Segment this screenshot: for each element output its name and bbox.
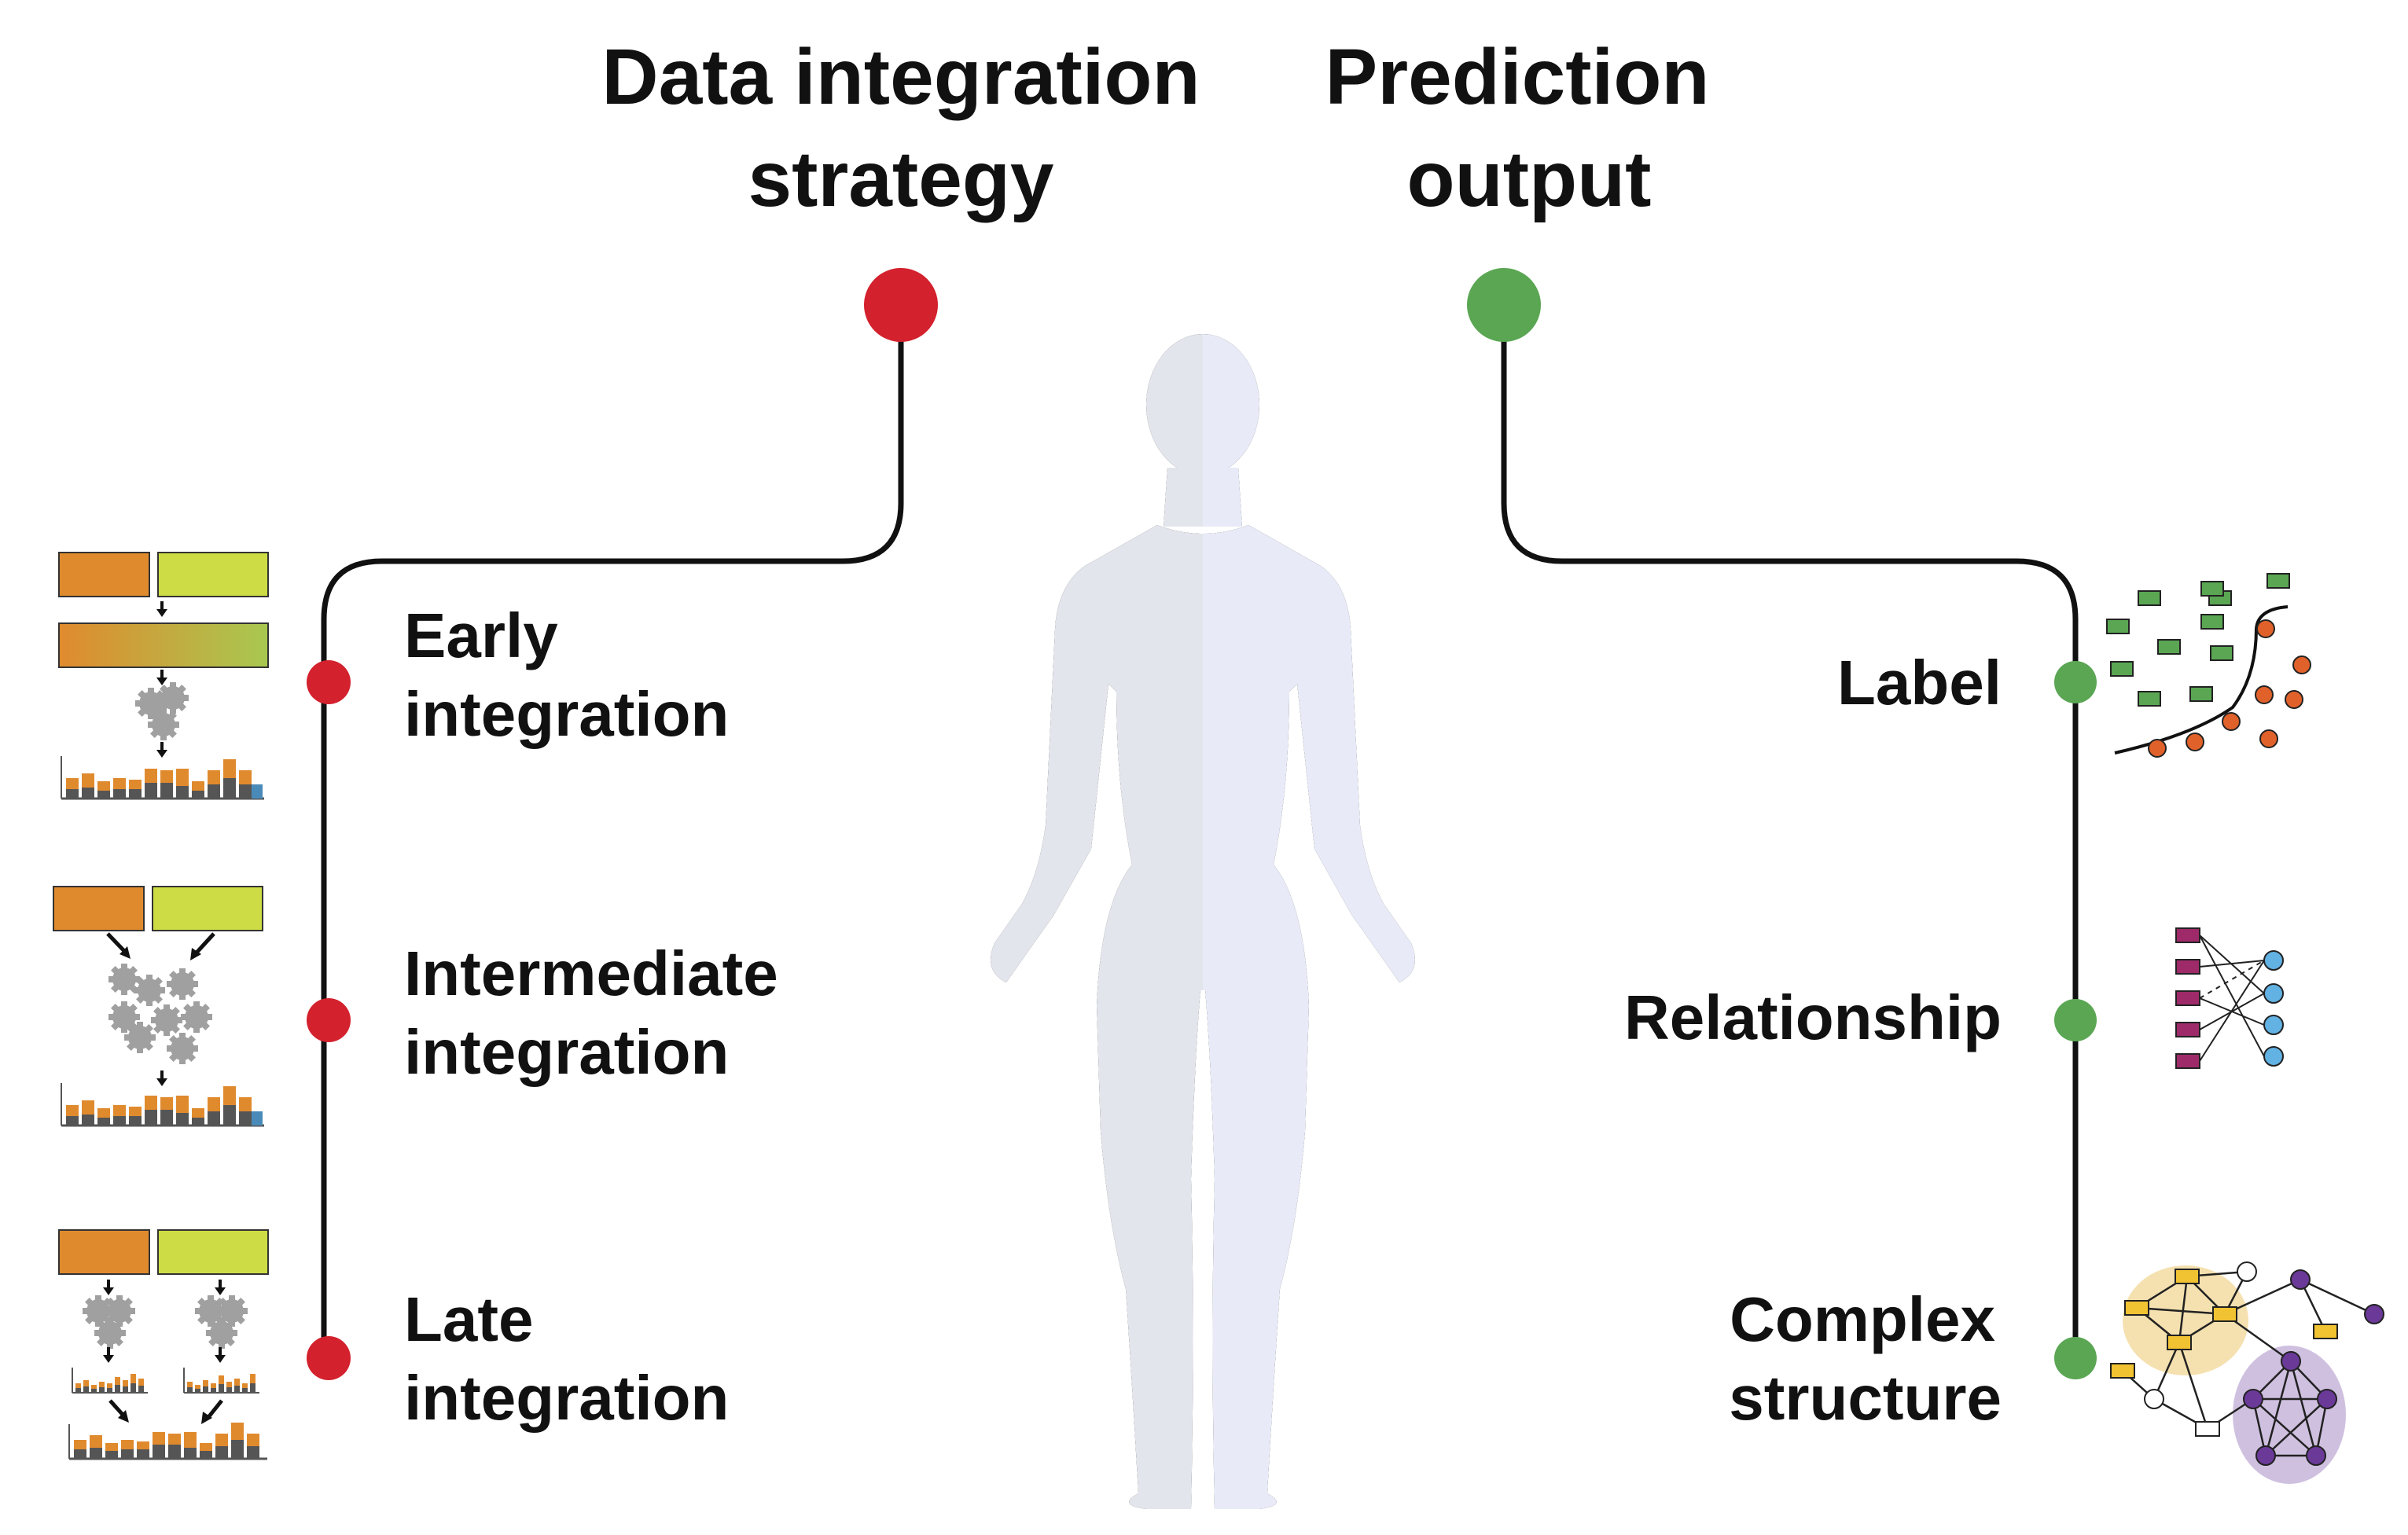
strategy-heading-line1: Data integration — [601, 33, 1200, 121]
bar-chart-icon — [183, 1368, 259, 1394]
complex-structure-node — [2054, 1337, 2097, 1379]
early-integration-node — [307, 660, 351, 704]
gear-icon — [108, 964, 212, 1064]
gear-icon — [83, 1295, 248, 1349]
bar-chart-icon — [61, 1083, 264, 1127]
bar-chart-icon — [61, 756, 264, 800]
early-integration-label-line1: Early — [404, 600, 558, 670]
scatter-classification-icon — [2106, 573, 2311, 758]
prediction-heading-line1: Prediction — [1325, 33, 1710, 121]
data-block-icon — [157, 552, 269, 597]
data-block-icon — [152, 886, 263, 931]
network-graph-icon — [2110, 1261, 2384, 1484]
data-block-icon — [58, 552, 150, 597]
complex-structure-label-line2: structure — [1729, 1363, 2002, 1433]
late-integration-label-line2: integration — [404, 1363, 729, 1433]
data-block-icon — [53, 886, 145, 931]
label-output-label: Label — [1837, 648, 2002, 718]
intermediate-integration-label-line1: Intermediate — [404, 938, 778, 1008]
late-integration-icon — [58, 1229, 269, 1460]
output-connector — [1501, 305, 2079, 1360]
output-root-node — [1467, 268, 1541, 342]
strategy-root-node — [864, 268, 938, 342]
bar-chart-icon — [72, 1368, 148, 1394]
relationship-node — [2054, 999, 2097, 1041]
early-integration-icon — [58, 552, 269, 800]
bipartite-graph-icon — [2175, 927, 2284, 1069]
bar-chart-icon — [68, 1423, 267, 1460]
strategy-heading-line2: strategy — [748, 135, 1053, 223]
data-block-icon — [58, 1229, 150, 1275]
merged-data-block-icon — [58, 622, 269, 668]
strategy-connector — [321, 305, 904, 1360]
data-block-icon — [157, 1229, 269, 1275]
complex-structure-label-line1: Complex — [1730, 1284, 1995, 1354]
intermediate-integration-node — [307, 998, 351, 1042]
relationship-output-label: Relationship — [1624, 982, 2002, 1052]
gear-icon — [135, 682, 189, 740]
late-integration-label-line1: Late — [404, 1284, 534, 1354]
early-integration-label-line2: integration — [404, 679, 729, 749]
late-integration-node — [307, 1336, 351, 1380]
intermediate-integration-icon — [53, 886, 264, 1127]
prediction-heading-line2: output — [1407, 135, 1652, 223]
intermediate-integration-label-line2: integration — [404, 1017, 729, 1087]
label-node — [2054, 661, 2097, 703]
